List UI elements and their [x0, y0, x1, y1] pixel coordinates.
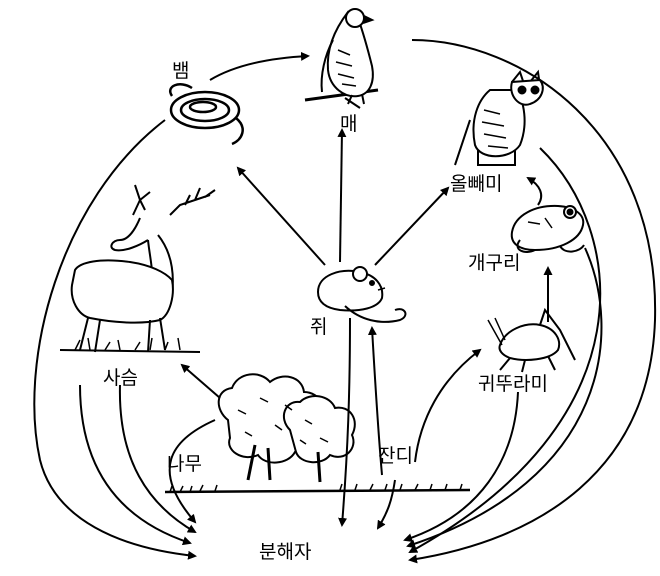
arrow-frog-to-owl [528, 178, 541, 205]
cricket-illustration [488, 310, 575, 372]
label-deer: 사슴 [103, 367, 138, 389]
arrow-mouse-to-owl [375, 188, 448, 265]
label-decomposer: 분해자 [259, 541, 311, 563]
hawk-illustration [305, 9, 378, 108]
label-frog: 개구리 [468, 252, 520, 274]
label-hawk: 매 [340, 113, 357, 135]
deer-illustration [60, 185, 215, 352]
label-cricket: 귀뚜라미 [478, 373, 548, 395]
arrow-cricket-to-decomposer [405, 392, 518, 540]
tree-illustration [219, 374, 355, 482]
mouse-illustration [318, 267, 405, 322]
grass-illustration [165, 484, 470, 492]
frog-illustration [512, 206, 584, 252]
label-mouse: 쥐 [310, 316, 327, 338]
label-grass: 잔디 [378, 445, 413, 467]
snake-illustration [170, 84, 242, 144]
label-snake: 뱀 [172, 60, 189, 82]
arrow-mouse-to-snake [238, 168, 325, 265]
owl-illustration [455, 72, 543, 165]
label-tree: 나무 [167, 453, 202, 475]
arrow-hawk-to-decomposer [410, 40, 655, 560]
arrow-tree-to-deer [182, 365, 220, 398]
arrow-grass-to-cricket [415, 350, 480, 462]
arrow-snake-to-hawk [210, 56, 308, 80]
label-owl: 올빼미 [450, 173, 502, 195]
arrow-mouse-to-hawk [340, 130, 342, 262]
